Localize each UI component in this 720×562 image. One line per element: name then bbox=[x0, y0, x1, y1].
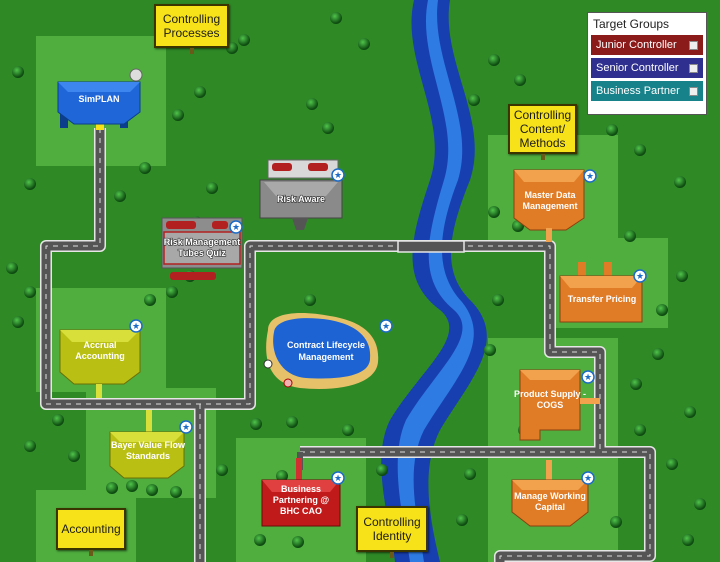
target-groups-legend: Target Groups Junior Controller Senior C… bbox=[587, 12, 707, 115]
building-bayer-value-flow[interactable]: Bayer Value Flow Standards bbox=[109, 410, 186, 479]
bp-label-2: Partnering @ bbox=[273, 495, 330, 505]
bp-label-3: BHC CAO bbox=[280, 506, 322, 516]
building-business-partnering[interactable]: Business Partnering @ BHC CAO bbox=[261, 458, 341, 527]
mwc-star-icon bbox=[581, 471, 595, 485]
legend-label: Senior Controller bbox=[596, 62, 679, 74]
product-supply-star-icon bbox=[581, 370, 595, 384]
mwc-label-1: Manage Working bbox=[514, 491, 586, 501]
legend-title: Target Groups bbox=[593, 17, 670, 31]
mwc-label-2: Capital bbox=[535, 502, 565, 512]
risk-quiz-label-2: Tubes Quiz bbox=[178, 248, 226, 258]
legend-item-junior[interactable]: Junior Controller bbox=[591, 35, 703, 55]
legend-label: Junior Controller bbox=[596, 39, 677, 51]
lake-star-icon bbox=[379, 319, 393, 333]
sign-accounting[interactable]: Accounting bbox=[56, 508, 126, 556]
accrual-label-1: Accrual bbox=[83, 340, 116, 350]
bayer-star-icon bbox=[179, 420, 193, 434]
contract-lifecycle-lake[interactable]: Contract Lifecycle Management bbox=[263, 312, 379, 389]
transfer-pricing-label: Transfer Pricing bbox=[568, 294, 637, 304]
risk-aware-star-icon bbox=[331, 168, 345, 182]
legend-item-senior[interactable]: Senior Controller bbox=[591, 58, 703, 78]
risk-aware-label: Risk Aware bbox=[277, 194, 325, 204]
risk-quiz-star-icon bbox=[229, 220, 243, 234]
legend-item-partner[interactable]: Business Partner bbox=[591, 81, 703, 101]
lake-label-2: Management bbox=[298, 352, 353, 362]
sign-controlling-identity[interactable]: Controlling Identity bbox=[356, 506, 428, 558]
search-icon bbox=[129, 68, 143, 82]
building-product-supply[interactable]: Product Supply - COGS bbox=[514, 369, 600, 441]
building-simplan[interactable]: SimPLAN bbox=[57, 81, 141, 130]
sign-controlling-processes[interactable]: Controlling Processes bbox=[154, 4, 229, 54]
building-working-capital[interactable]: Manage Working Capital bbox=[511, 460, 589, 527]
roads bbox=[40, 128, 656, 562]
bayer-label-1: Bayer Value Flow bbox=[111, 440, 186, 450]
master-data-label-1: Master Data bbox=[524, 190, 576, 200]
simplan-label: SimPLAN bbox=[78, 94, 119, 104]
product-supply-label-2: COGS bbox=[537, 400, 564, 410]
building-master-data[interactable]: Master Data Management bbox=[513, 169, 585, 242]
master-data-label-2: Management bbox=[522, 201, 577, 211]
risk-quiz-label-1: Risk Management bbox=[164, 237, 241, 247]
building-transfer-pricing[interactable]: Transfer Pricing bbox=[559, 262, 643, 323]
accrual-label-2: Accounting bbox=[75, 351, 125, 361]
transfer-star-icon bbox=[633, 269, 647, 283]
checkbox-icon[interactable] bbox=[689, 40, 698, 50]
checkbox-icon[interactable] bbox=[689, 63, 698, 73]
bayer-label-2: Standards bbox=[126, 451, 170, 461]
building-risk-quiz[interactable]: Risk Management Tubes Quiz bbox=[161, 217, 243, 280]
product-supply-label-1: Product Supply - bbox=[514, 389, 586, 399]
accrual-star-icon bbox=[129, 319, 143, 333]
checkbox-icon[interactable] bbox=[689, 86, 698, 96]
bp-star-icon bbox=[331, 471, 345, 485]
bp-label-1: Business bbox=[281, 484, 321, 494]
sign-controlling-content[interactable]: Controlling Content/ Methods bbox=[508, 104, 577, 160]
building-risk-aware[interactable]: Risk Aware bbox=[259, 159, 343, 230]
master-data-star-icon bbox=[583, 169, 597, 183]
bridge bbox=[397, 240, 465, 253]
lake-label-1: Contract Lifecycle bbox=[287, 340, 365, 350]
building-accrual-accounting[interactable]: Accrual Accounting bbox=[59, 329, 141, 398]
legend-label: Business Partner bbox=[596, 85, 680, 97]
